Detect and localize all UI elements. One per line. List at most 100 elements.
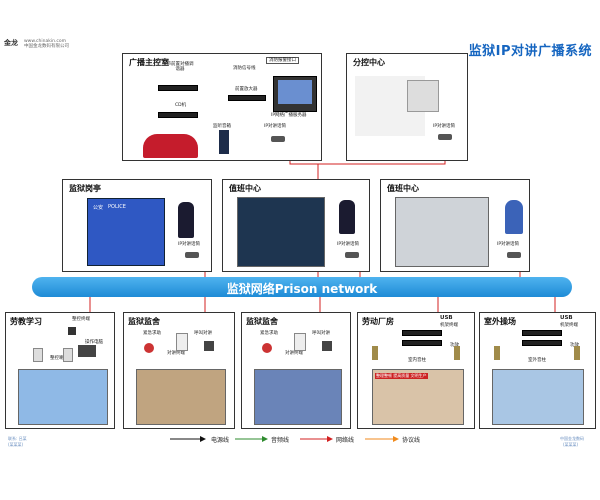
outdoor-speaker-label: 室外音柱 [528,358,546,363]
cell-2-label: 监狱监舍 [246,317,278,326]
outdoor-yard: 室外操场 USB 机架终端 功放 室外音柱 [479,312,596,429]
study-pc-device [78,345,96,357]
legend-arrows [170,436,399,442]
duty-2-mic-label: IP对讲话筒 [497,242,520,247]
cell-1-terminal-device [176,333,188,351]
study-photo [18,369,108,425]
branch-mic-device [438,134,452,140]
study-room-label: 劳教学习 [10,317,42,326]
legend-protocol-label: 协议线 [402,437,421,444]
footer-right-2: (某某某) [563,442,579,447]
mic-device [271,136,285,142]
outdoor-amp-label: 功放 [570,343,579,348]
duty-center-1: 值班中心 IP对讲话筒 [222,179,370,272]
fire-port-label: 消防报警接口 [266,57,299,64]
workshop-speaker-left [372,346,378,360]
guard-post: 监狱岗亭 POLICE 公安 IP对讲话筒 [62,179,212,272]
workshop-photo: 整理整顿 提高质量 文明生产 [372,369,464,425]
duty-2-mic-device [507,252,521,258]
prison-network-bar: 监狱网络Prison network [32,277,572,297]
workshop-amp-label: 功放 [450,343,459,348]
prison-network-label: 监狱网络Prison network [226,282,378,296]
cell-1: 监狱监舍 紧急求助 对讲终端 呼叫对讲 [123,312,235,429]
study-terminal-device [68,327,76,335]
cell-2-terminal-label: 对讲终端 [285,351,303,356]
cell-1-photo [136,369,226,425]
broadcast-room: 广播主控室 带前置对播调谐器 CD机 消防信号线 消防报警接口 前置放大器 IP… [122,53,322,161]
legend-network-label: 网络线 [336,437,355,444]
duty-center-2-label: 值班中心 [387,184,419,193]
broadcast-room-label: 广播主控室 [129,58,169,67]
monitor-device [407,80,439,112]
cell-2-emergency-label: 紧急求助 [260,331,278,336]
cell-2-call-label: 呼叫对讲 [312,331,330,336]
cd-device [158,112,198,118]
workshop-rack-device [402,330,442,336]
logo-sub1: www.chinakin.com [24,39,66,44]
study-speakers-label: 整控喇叭 [50,356,68,361]
tuner-label: 带前置对播调谐器 [166,62,194,72]
legend: 电源线 音频线 网络线 协议线 [0,433,600,447]
workshop-usb-label: USB [440,315,453,321]
page-title: 监狱IP对讲广播系统 [468,44,592,59]
study-room: 劳教学习 整控终端 操作电脑 整控喇叭 [5,312,115,429]
preamp-device [228,95,266,101]
outdoor-rack-device [522,330,562,336]
branch-mic-label: IP对讲话筒 [433,124,456,129]
outdoor-speaker-left [494,346,500,360]
workshop-speaker-right [454,346,460,360]
speaker-device [219,130,229,154]
ip-server-monitor [273,76,317,112]
cell-1-terminal-label: 对讲终端 [167,351,185,356]
cell-1-call-button [204,341,214,351]
guard-mic-label: IP对讲话筒 [178,242,201,247]
logo-sub2: 中国金龙数码有限公司 [24,44,69,49]
cell-1-emergency-label: 紧急求助 [143,331,161,336]
duty-1-mic-label: IP对讲话筒 [337,242,360,247]
cell-2-call-button [322,341,332,351]
duty-center-2-photo [395,197,489,267]
guard-booth: POLICE 公安 [87,198,165,266]
cell-1-label: 监狱监舍 [128,317,160,326]
cell-2-terminal-device [294,333,306,351]
preamp-label: 前置放大器 [235,87,258,92]
mic-label: IP对讲话筒 [264,124,287,129]
duty-2-guard-figure [505,200,523,234]
legend-power-label: 电源线 [211,437,230,444]
duty-1-mic-device [345,252,359,258]
workshop-amp-device [402,340,442,346]
cell-2-emergency-button [262,343,272,353]
cell-2-photo [254,369,342,425]
guard-figure [178,202,194,238]
study-pc-label: 操作电脑 [85,340,103,345]
broadcaster-figure [143,134,198,158]
legend-audio-label: 音频线 [271,437,290,444]
outdoor-usb-label: USB [560,315,573,321]
logo-text: 金龙 [4,39,18,47]
outdoor-speaker-right [574,346,580,360]
guard-post-label: 监狱岗亭 [69,184,101,193]
footer-left-2: (某某某) [8,442,24,447]
duty-1-guard-figure [339,200,355,234]
cell-1-call-label: 呼叫对讲 [194,331,212,336]
outdoor-label: 室外操场 [484,317,516,326]
guard-mic-device [185,252,199,258]
footer-right-1: 中国金龙数码 [560,436,584,441]
cell-1-emergency-button [144,343,154,353]
ip-server-label: IP网络广播服务器 [271,113,307,118]
duty-center-2: 值班中心 IP对讲话筒 [380,179,530,272]
police-sign: POLICE [108,204,126,210]
footer-left-1: 联系: 吕某 [8,436,27,441]
branch-center: 分控中心 IP对讲话筒 [346,53,468,161]
tuner-device [158,85,198,91]
outdoor-rack-label: 机架终端 [560,323,578,328]
workshop: 劳动厂房 USB 机架终端 功放 室内音柱 整理整顿 提高质量 文明生产 [357,312,475,429]
workshop-speaker-label: 室内音柱 [408,358,426,363]
duty-center-1-label: 值班中心 [229,184,261,193]
cell-2: 监狱监舍 紧急求助 对讲终端 呼叫对讲 [241,312,351,429]
study-speaker-left [33,348,43,362]
fire-signal-label: 消防信号线 [233,66,256,71]
duty-center-1-photo [237,197,325,267]
outdoor-photo [492,369,584,425]
cd-label: CD机 [175,103,187,108]
